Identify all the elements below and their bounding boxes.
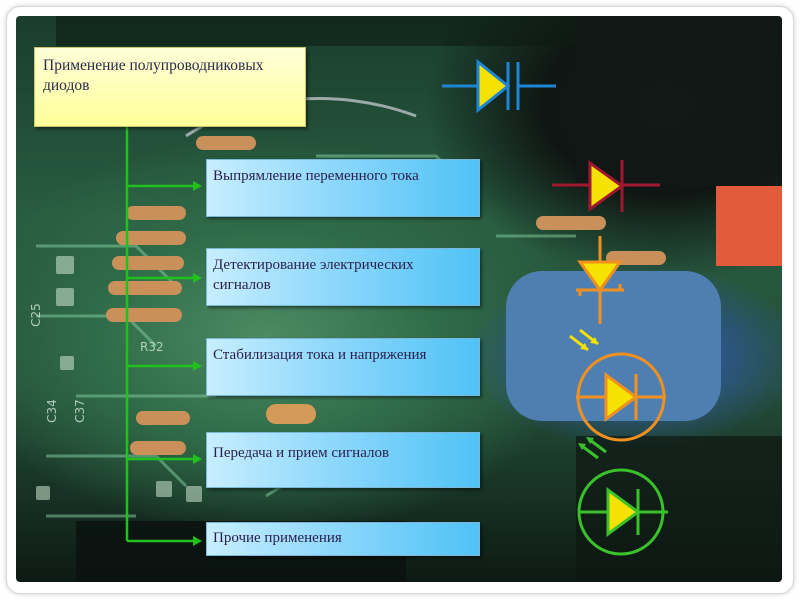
slide-title-box: Применение полупроводниковых диодов bbox=[34, 47, 306, 127]
board-label-r32: R32 bbox=[140, 340, 164, 354]
item-label-rectification: Выпрямление переменного тока bbox=[213, 168, 419, 184]
circuit-board-graphic bbox=[36, 16, 782, 582]
item-label-stabilization: Стабилизация тока и напряжения bbox=[213, 347, 427, 363]
slide-title: Применение полупроводниковых диодов bbox=[43, 57, 264, 94]
item-box-transmission: Передача и прием сигналов bbox=[206, 432, 480, 488]
item-box-detection: Детектирование электрических сигналов bbox=[206, 248, 480, 306]
board-label-c37: C37 bbox=[72, 399, 87, 423]
item-box-rectification: Выпрямление переменного тока bbox=[206, 159, 480, 217]
item-box-other: Прочие применения bbox=[206, 522, 480, 556]
board-label-c25: C25 bbox=[28, 303, 43, 327]
item-label-transmission: Передача и прием сигналов bbox=[213, 445, 390, 461]
item-label-other: Прочие применения bbox=[213, 530, 342, 546]
item-box-stabilization: Стабилизация тока и напряжения bbox=[206, 338, 480, 396]
item-label-detection: Детектирование электрических сигналов bbox=[213, 257, 414, 293]
board-label-c34: C34 bbox=[44, 399, 59, 423]
